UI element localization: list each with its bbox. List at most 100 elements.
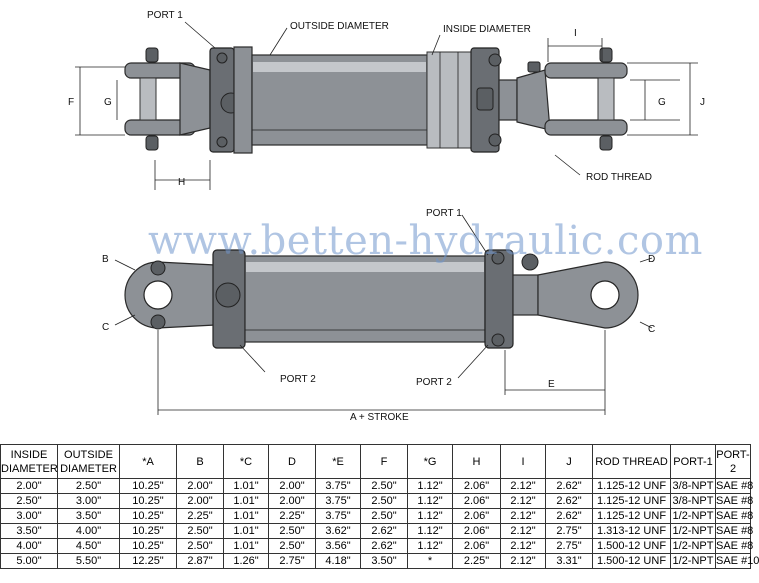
table-cell: 2.12" <box>500 523 546 539</box>
table-body: 2.00"2.50"10.25"2.00"1.01"2.00"3.75"2.50… <box>0 478 759 569</box>
table-cell: 3.31" <box>545 553 593 569</box>
label-inside-diameter: INSIDE DIAMETER <box>443 24 531 35</box>
table-row: 2.50"3.00"10.25"2.00"1.01"2.00"3.75"2.50… <box>0 493 754 509</box>
table-cell: 5.00" <box>0 553 58 569</box>
label-port1-bottom: PORT 1 <box>426 208 462 219</box>
table-row: 3.00"3.50"10.25"2.25"1.01"2.25"3.75"2.50… <box>0 508 753 524</box>
table-header-row: INSIDE DIAMETER OUTSIDE DIAMETER *A B *C… <box>0 444 751 479</box>
label-port2-left: PORT 2 <box>280 374 316 385</box>
table-cell: 2.50" <box>268 523 316 539</box>
table-cell: 2.62" <box>545 508 593 524</box>
table-cell: 1/2-NPT <box>670 523 716 539</box>
table-cell: 2.62" <box>545 478 593 494</box>
header-cell: ROD THREAD <box>592 444 671 479</box>
label-port1-top: PORT 1 <box>147 10 183 21</box>
table-cell: 1.125-12 UNF <box>592 493 671 509</box>
header-cell: INSIDE DIAMETER <box>0 444 58 479</box>
header-cell: *A <box>119 444 177 479</box>
table-cell: 2.12" <box>500 478 546 494</box>
table-cell: 4.00" <box>0 538 58 554</box>
table-cell: 2.75" <box>545 523 593 539</box>
cylinder-drawing: PORT 1 OUTSIDE DIAMETER INSIDE DIAMETER … <box>68 10 705 423</box>
table-cell: 1.12" <box>407 508 453 524</box>
table-cell: 2.12" <box>500 538 546 554</box>
table-cell: 1.125-12 UNF <box>592 478 671 494</box>
table-cell: 2.00" <box>176 493 224 509</box>
table-cell: 1.01" <box>223 538 269 554</box>
table-cell: 1.12" <box>407 478 453 494</box>
side-dimensions <box>114 214 653 415</box>
label-h: H <box>178 177 185 188</box>
table-cell: 3.50" <box>0 523 58 539</box>
table-cell: 1.01" <box>223 508 269 524</box>
side-labels: B C D C PORT 1 PORT 2 PORT 2 A + STROKE … <box>102 208 655 423</box>
table-cell: 3/8-NPT <box>670 478 716 494</box>
table-row: 5.00"5.50"12.25"2.87"1.26"2.75"4.18"3.50… <box>0 553 759 569</box>
label-g-right: G <box>658 97 666 108</box>
table-cell: SAE #8 <box>715 523 754 539</box>
table-cell: 1/2-NPT <box>670 538 716 554</box>
label-d: D <box>648 254 655 265</box>
label-j: J <box>700 97 705 108</box>
table-cell: 2.50" <box>360 493 408 509</box>
table-cell: 3/8-NPT <box>670 493 716 509</box>
table-row: 2.00"2.50"10.25"2.00"1.01"2.00"3.75"2.50… <box>0 478 753 494</box>
table-cell: 4.00" <box>57 523 120 539</box>
table-cell: 3.75" <box>315 493 361 509</box>
header-cell: H <box>452 444 501 479</box>
table-cell: * <box>407 553 453 569</box>
label-e: E <box>548 379 555 390</box>
table-cell: 2.00" <box>268 478 316 494</box>
table-cell: 10.25" <box>119 538 177 554</box>
table-cell: 2.25" <box>268 508 316 524</box>
label-outside-diameter: OUTSIDE DIAMETER <box>290 21 389 32</box>
table-cell: 2.50" <box>360 508 408 524</box>
header-cell: B <box>176 444 224 479</box>
table-cell: 2.00" <box>268 493 316 509</box>
table-cell: 3.50" <box>360 553 408 569</box>
table-cell: 3.75" <box>315 508 361 524</box>
top-labels: PORT 1 OUTSIDE DIAMETER INSIDE DIAMETER … <box>68 10 705 188</box>
table-cell: 2.00" <box>0 478 58 494</box>
table-cell: 3.75" <box>315 478 361 494</box>
table-cell: 2.50" <box>360 478 408 494</box>
table-cell: 1.26" <box>223 553 269 569</box>
header-cell: OUTSIDE DIAMETER <box>57 444 120 479</box>
table-cell: 2.50" <box>0 493 58 509</box>
table-cell: 2.75" <box>268 553 316 569</box>
header-cell: *E <box>315 444 361 479</box>
table-cell: 2.06" <box>452 493 501 509</box>
spec-table: INSIDE DIAMETER OUTSIDE DIAMETER *A B *C… <box>0 444 759 569</box>
header-cell: I <box>500 444 546 479</box>
top-view <box>124 46 628 154</box>
table-cell: 2.06" <box>452 478 501 494</box>
label-rod-thread: ROD THREAD <box>586 172 652 183</box>
label-i: I <box>574 28 577 39</box>
table-cell: 10.25" <box>119 478 177 494</box>
table-cell: 2.12" <box>500 508 546 524</box>
table-cell: 10.25" <box>119 508 177 524</box>
table-cell: 10.25" <box>119 523 177 539</box>
table-cell: 1/2-NPT <box>670 508 716 524</box>
table-cell: SAE #8 <box>715 493 754 509</box>
table-cell: 2.06" <box>452 538 501 554</box>
table-cell: 2.62" <box>360 523 408 539</box>
table-cell: 2.62" <box>360 538 408 554</box>
header-cell: PORT-1 <box>670 444 716 479</box>
watermark: www.betten-hydraulic.com <box>148 218 703 264</box>
label-c-left: C <box>102 322 109 333</box>
table-cell: 2.75" <box>545 538 593 554</box>
table-cell: 2.50" <box>268 538 316 554</box>
table-cell: 2.50" <box>176 538 224 554</box>
table-cell: SAE #10 <box>715 553 759 569</box>
label-stroke: A + STROKE <box>350 412 409 423</box>
table-cell: 2.87" <box>176 553 224 569</box>
table-cell: 2.12" <box>500 553 546 569</box>
table-cell: 3.62" <box>315 523 361 539</box>
table-cell: 4.18" <box>315 553 361 569</box>
label-g-left: G <box>104 97 112 108</box>
table-cell: 1.313-12 UNF <box>592 523 671 539</box>
table-cell: 2.06" <box>452 523 501 539</box>
header-cell: *G <box>407 444 453 479</box>
table-cell: 1.500-12 UNF <box>592 553 671 569</box>
